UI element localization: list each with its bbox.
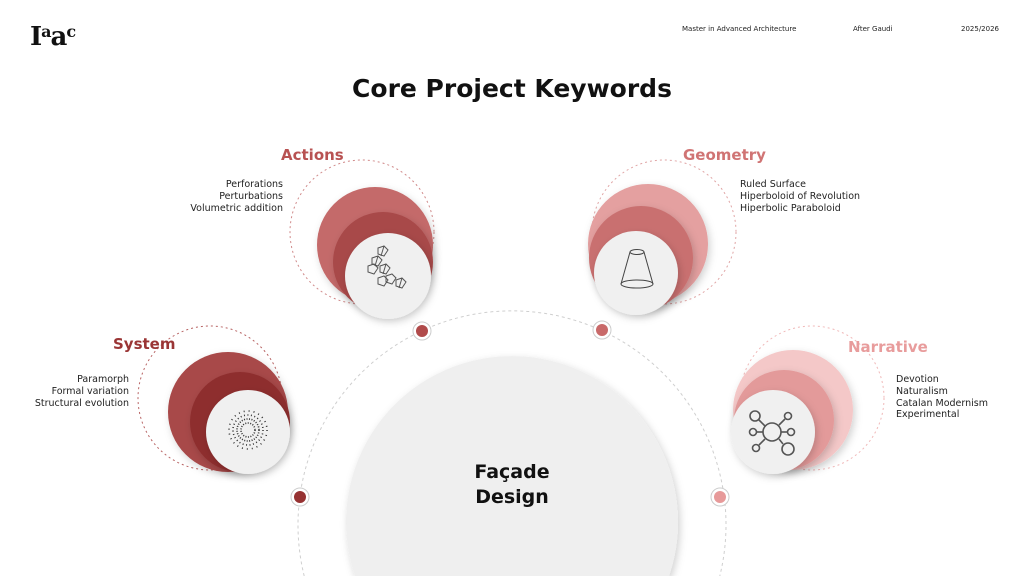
connector-dot-geometry — [592, 320, 612, 340]
list-item: Paramorph — [77, 374, 129, 385]
center-label-line2: Design — [475, 486, 549, 508]
list-item: Ruled Surface — [740, 179, 806, 190]
narrative-node — [731, 350, 853, 474]
dotted-spiral-icon — [228, 410, 268, 450]
keyword-title-geometry: Geometry — [683, 146, 766, 164]
list-item: Experimental — [896, 409, 960, 421]
center-label-line1: Façade — [474, 461, 550, 483]
connector-arc — [297, 310, 727, 576]
keyword-title-system: System — [113, 335, 176, 353]
list-item: Naturalism — [896, 385, 948, 397]
program-name: Master in Advanced Architecture — [682, 25, 797, 33]
modular-panels-icon — [367, 245, 407, 289]
list-item: Perturbations — [219, 190, 283, 202]
connector-dot-narrative — [710, 487, 730, 507]
network-nodes-icon — [748, 410, 796, 456]
actions-node — [317, 187, 433, 319]
geometry-node — [588, 184, 708, 315]
list-item: Hiperbolic Paraboloid — [740, 202, 841, 214]
connector-dot-system — [290, 487, 310, 507]
keyword-title-narrative: Narrative — [848, 338, 928, 356]
list-item: Volumetric addition — [190, 202, 283, 214]
actions-halo — [289, 159, 435, 305]
course-name: After Gaudi — [853, 25, 893, 33]
connector-dot-actions — [412, 321, 432, 341]
list-item: Hiperboloid of Revolution — [740, 190, 861, 202]
keyword-list-narrative: Devotion Naturalism Catalan Modernism Ex… — [896, 374, 988, 421]
list-item: Catalan Modernism — [896, 397, 988, 409]
list-item: Structural evolution — [34, 397, 129, 409]
keyword-list-system: Paramorph Formal variation Structural ev… — [35, 374, 129, 409]
keyword-list-geometry: Ruled Surface Hiperboloid of Revolution … — [740, 179, 860, 214]
center-circle — [345, 356, 678, 576]
system-node — [168, 352, 290, 474]
page-title: Core Project Keywords — [352, 74, 672, 103]
list-item: Devotion — [896, 374, 939, 385]
iaac-logo: Iaac — [30, 22, 76, 52]
center-label: Façade Design — [412, 460, 612, 510]
keyword-list-actions: Perforations Perturbations Volumetric ad… — [190, 179, 283, 214]
list-item: Formal variation — [51, 385, 129, 397]
list-item: Perforations — [225, 179, 283, 190]
academic-year: 2025/2026 — [961, 25, 999, 33]
keyword-title-actions: Actions — [281, 146, 344, 164]
hyperboloid-icon — [620, 249, 654, 289]
